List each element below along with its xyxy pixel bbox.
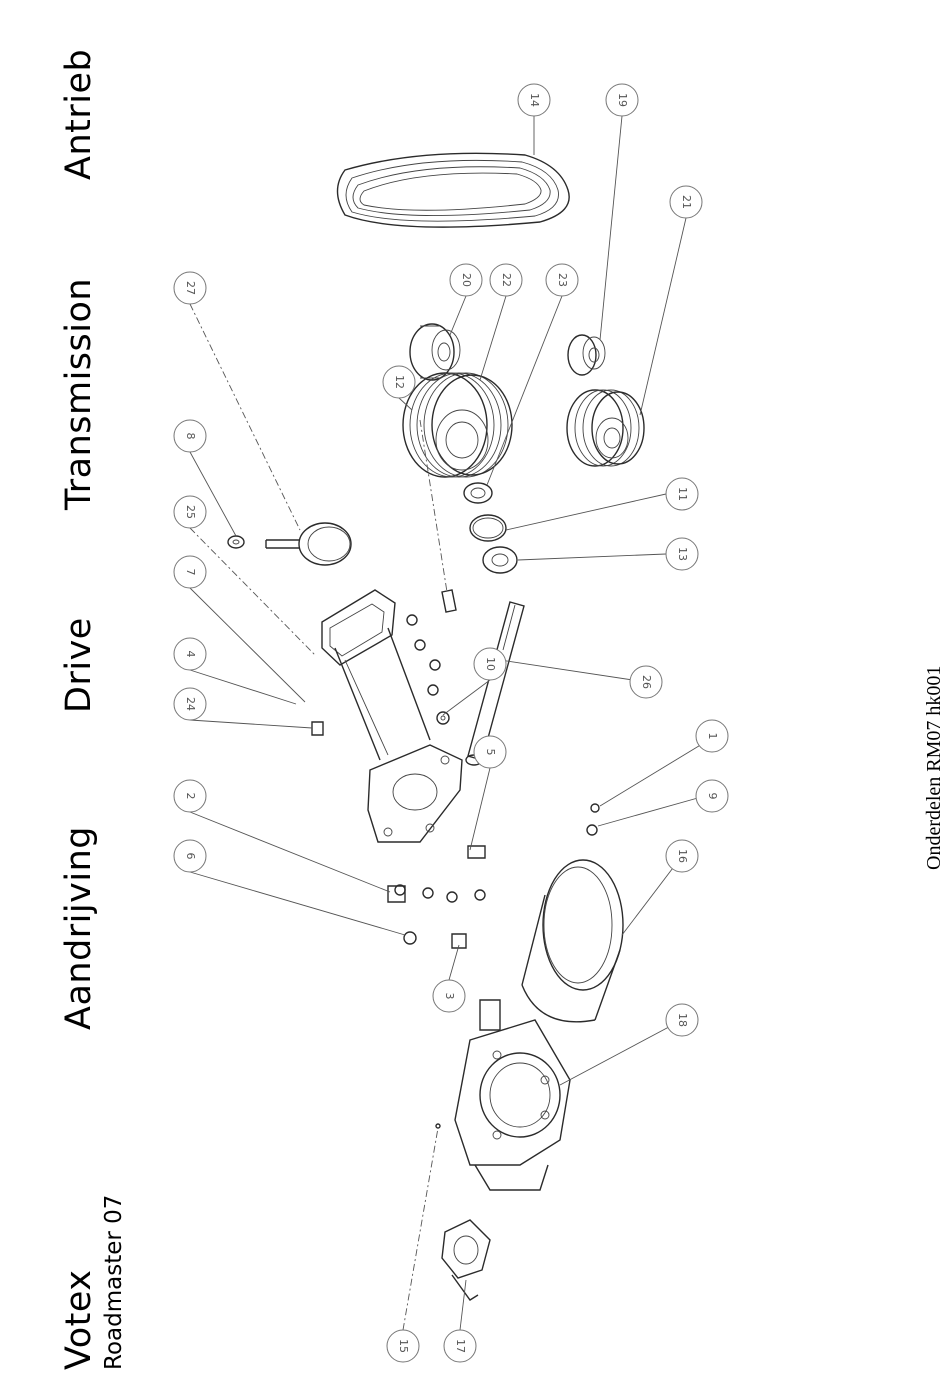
part-small-pulley bbox=[567, 390, 644, 466]
svg-text:14: 14 bbox=[528, 93, 541, 107]
svg-text:24: 24 bbox=[184, 697, 197, 711]
svg-text:21: 21 bbox=[680, 195, 693, 209]
balloon-21: 21 bbox=[670, 186, 702, 218]
part-bearing-lower bbox=[483, 547, 517, 573]
svg-text:18: 18 bbox=[676, 1013, 689, 1027]
balloon-24: 24 bbox=[174, 688, 206, 720]
balloon-13: 13 bbox=[666, 538, 698, 570]
svg-text:7: 7 bbox=[184, 569, 197, 576]
part-circlip bbox=[470, 515, 506, 541]
balloon-3: 3 bbox=[433, 980, 465, 1012]
balloon-16: 16 bbox=[666, 840, 698, 872]
svg-text:8: 8 bbox=[184, 433, 197, 440]
balloon-12: 12 bbox=[383, 366, 415, 398]
balloon-2: 2 bbox=[174, 780, 206, 812]
part-taper-bush-lower bbox=[568, 335, 605, 375]
balloon-17: 17 bbox=[444, 1330, 476, 1362]
leader-lines bbox=[190, 116, 712, 1330]
svg-text:20: 20 bbox=[460, 273, 473, 287]
svg-text:15: 15 bbox=[397, 1339, 410, 1353]
balloon-7: 7 bbox=[174, 556, 206, 588]
balloon-4: 4 bbox=[174, 638, 206, 670]
balloon-10: 10 bbox=[474, 648, 506, 680]
part-key bbox=[442, 590, 456, 612]
part-small-clip bbox=[228, 536, 244, 548]
part-taper-bush-upper bbox=[410, 324, 460, 380]
balloon-23: 23 bbox=[546, 264, 578, 296]
part-cover-cylinder bbox=[522, 860, 623, 1022]
svg-text:12: 12 bbox=[393, 375, 406, 389]
balloon-6: 6 bbox=[174, 840, 206, 872]
svg-text:19: 19 bbox=[616, 93, 629, 107]
part-large-pulley bbox=[403, 373, 512, 477]
svg-text:5: 5 bbox=[484, 749, 497, 756]
svg-text:27: 27 bbox=[184, 281, 197, 295]
svg-text:1: 1 bbox=[706, 733, 719, 740]
balloon-1: 1 bbox=[696, 720, 728, 752]
balloon-18: 18 bbox=[666, 1004, 698, 1036]
svg-text:23: 23 bbox=[556, 273, 569, 287]
part-cover-plate bbox=[442, 1220, 490, 1300]
balloon-9: 9 bbox=[696, 780, 728, 812]
balloon-15: 15 bbox=[387, 1330, 419, 1362]
balloon-22: 22 bbox=[490, 264, 522, 296]
svg-text:13: 13 bbox=[676, 547, 689, 561]
balloon-26: 26 bbox=[630, 666, 662, 698]
part-drive-belt bbox=[338, 153, 570, 227]
svg-text:22: 22 bbox=[500, 273, 513, 287]
svg-text:10: 10 bbox=[484, 657, 497, 671]
svg-text:3: 3 bbox=[443, 993, 456, 1000]
part-hardware bbox=[312, 615, 599, 948]
part-bearing-upper bbox=[464, 483, 492, 503]
svg-text:17: 17 bbox=[454, 1339, 467, 1353]
balloon-11: 11 bbox=[666, 478, 698, 510]
balloon-25: 25 bbox=[174, 496, 206, 528]
part-small-pin bbox=[436, 1124, 440, 1128]
part-clamp-ring bbox=[266, 523, 351, 565]
svg-text:9: 9 bbox=[706, 793, 719, 800]
svg-text:6: 6 bbox=[184, 853, 197, 860]
svg-text:16: 16 bbox=[676, 849, 689, 863]
svg-text:11: 11 bbox=[676, 487, 689, 501]
balloon-27: 27 bbox=[174, 272, 206, 304]
svg-text:2: 2 bbox=[184, 793, 197, 800]
part-drive-tube bbox=[322, 590, 462, 842]
balloon-5: 5 bbox=[474, 736, 506, 768]
part-gearbox bbox=[455, 1000, 570, 1190]
balloon-20: 20 bbox=[450, 264, 482, 296]
svg-text:26: 26 bbox=[640, 675, 653, 689]
balloon-14: 14 bbox=[518, 84, 550, 116]
balloon-8: 8 bbox=[174, 420, 206, 452]
balloon-19: 19 bbox=[606, 84, 638, 116]
svg-text:4: 4 bbox=[184, 651, 197, 658]
svg-text:25: 25 bbox=[184, 505, 197, 519]
